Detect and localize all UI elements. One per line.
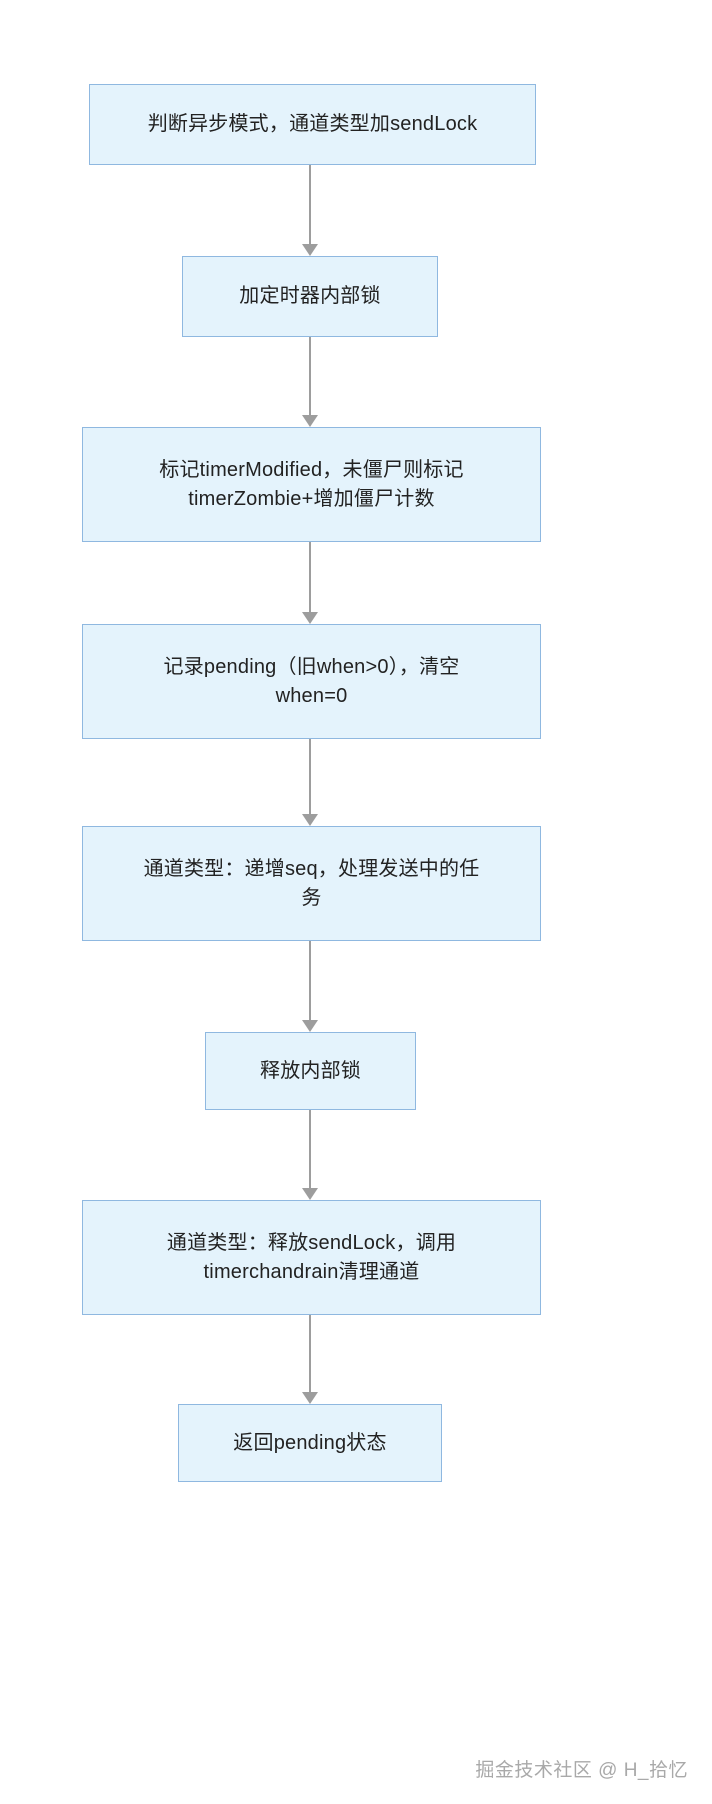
flow-edge bbox=[309, 337, 311, 416]
flow-node-label: 判断异步模式，通道类型加sendLock bbox=[147, 113, 478, 135]
watermark: 掘金技术社区 @ H_拾忆 bbox=[475, 1760, 688, 1781]
flow-node-label: 记录pending（旧when>0），清空 when=0 bbox=[163, 655, 460, 707]
flow-edge bbox=[309, 165, 311, 245]
flow-node-label: 通道类型：递增seq，处理发送中的任 务 bbox=[143, 857, 480, 909]
flow-node[interactable]: 通道类型：递增seq，处理发送中的任 务 bbox=[82, 826, 541, 941]
flow-edge bbox=[309, 1315, 311, 1393]
flow-node-label: 释放内部锁 bbox=[260, 1059, 361, 1082]
arrow-head-icon bbox=[302, 1188, 318, 1200]
flow-node[interactable]: 记录pending（旧when>0），清空 when=0 bbox=[82, 624, 541, 739]
flow-node[interactable]: 加定时器内部锁 bbox=[182, 256, 438, 337]
arrow-head-icon bbox=[302, 814, 318, 826]
flow-node-label: 标记timerModified，未僵尸则标记 timerZombie+增加僵尸计… bbox=[159, 458, 464, 510]
flow-node-label: 返回pending状态 bbox=[233, 1431, 387, 1454]
arrow-head-icon bbox=[302, 415, 318, 427]
flow-node[interactable]: 标记timerModified，未僵尸则标记 timerZombie+增加僵尸计… bbox=[82, 427, 541, 542]
flow-edge bbox=[309, 739, 311, 815]
flow-edge bbox=[309, 1110, 311, 1189]
flow-edge bbox=[309, 941, 311, 1021]
flow-node[interactable]: 通道类型：释放sendLock，调用 timerchandrain清理通道 bbox=[82, 1200, 541, 1315]
arrow-head-icon bbox=[302, 244, 318, 256]
flow-edge bbox=[309, 542, 311, 613]
flow-node[interactable]: 返回pending状态 bbox=[178, 1404, 442, 1482]
flow-node-label: 通道类型：释放sendLock，调用 timerchandrain清理通道 bbox=[166, 1231, 457, 1283]
flow-node[interactable]: 判断异步模式，通道类型加sendLock bbox=[89, 84, 536, 165]
arrow-head-icon bbox=[302, 1020, 318, 1032]
flow-node-label: 加定时器内部锁 bbox=[239, 285, 381, 307]
arrow-head-icon bbox=[302, 1392, 318, 1404]
flow-node[interactable]: 释放内部锁 bbox=[205, 1032, 416, 1110]
arrow-head-icon bbox=[302, 612, 318, 624]
